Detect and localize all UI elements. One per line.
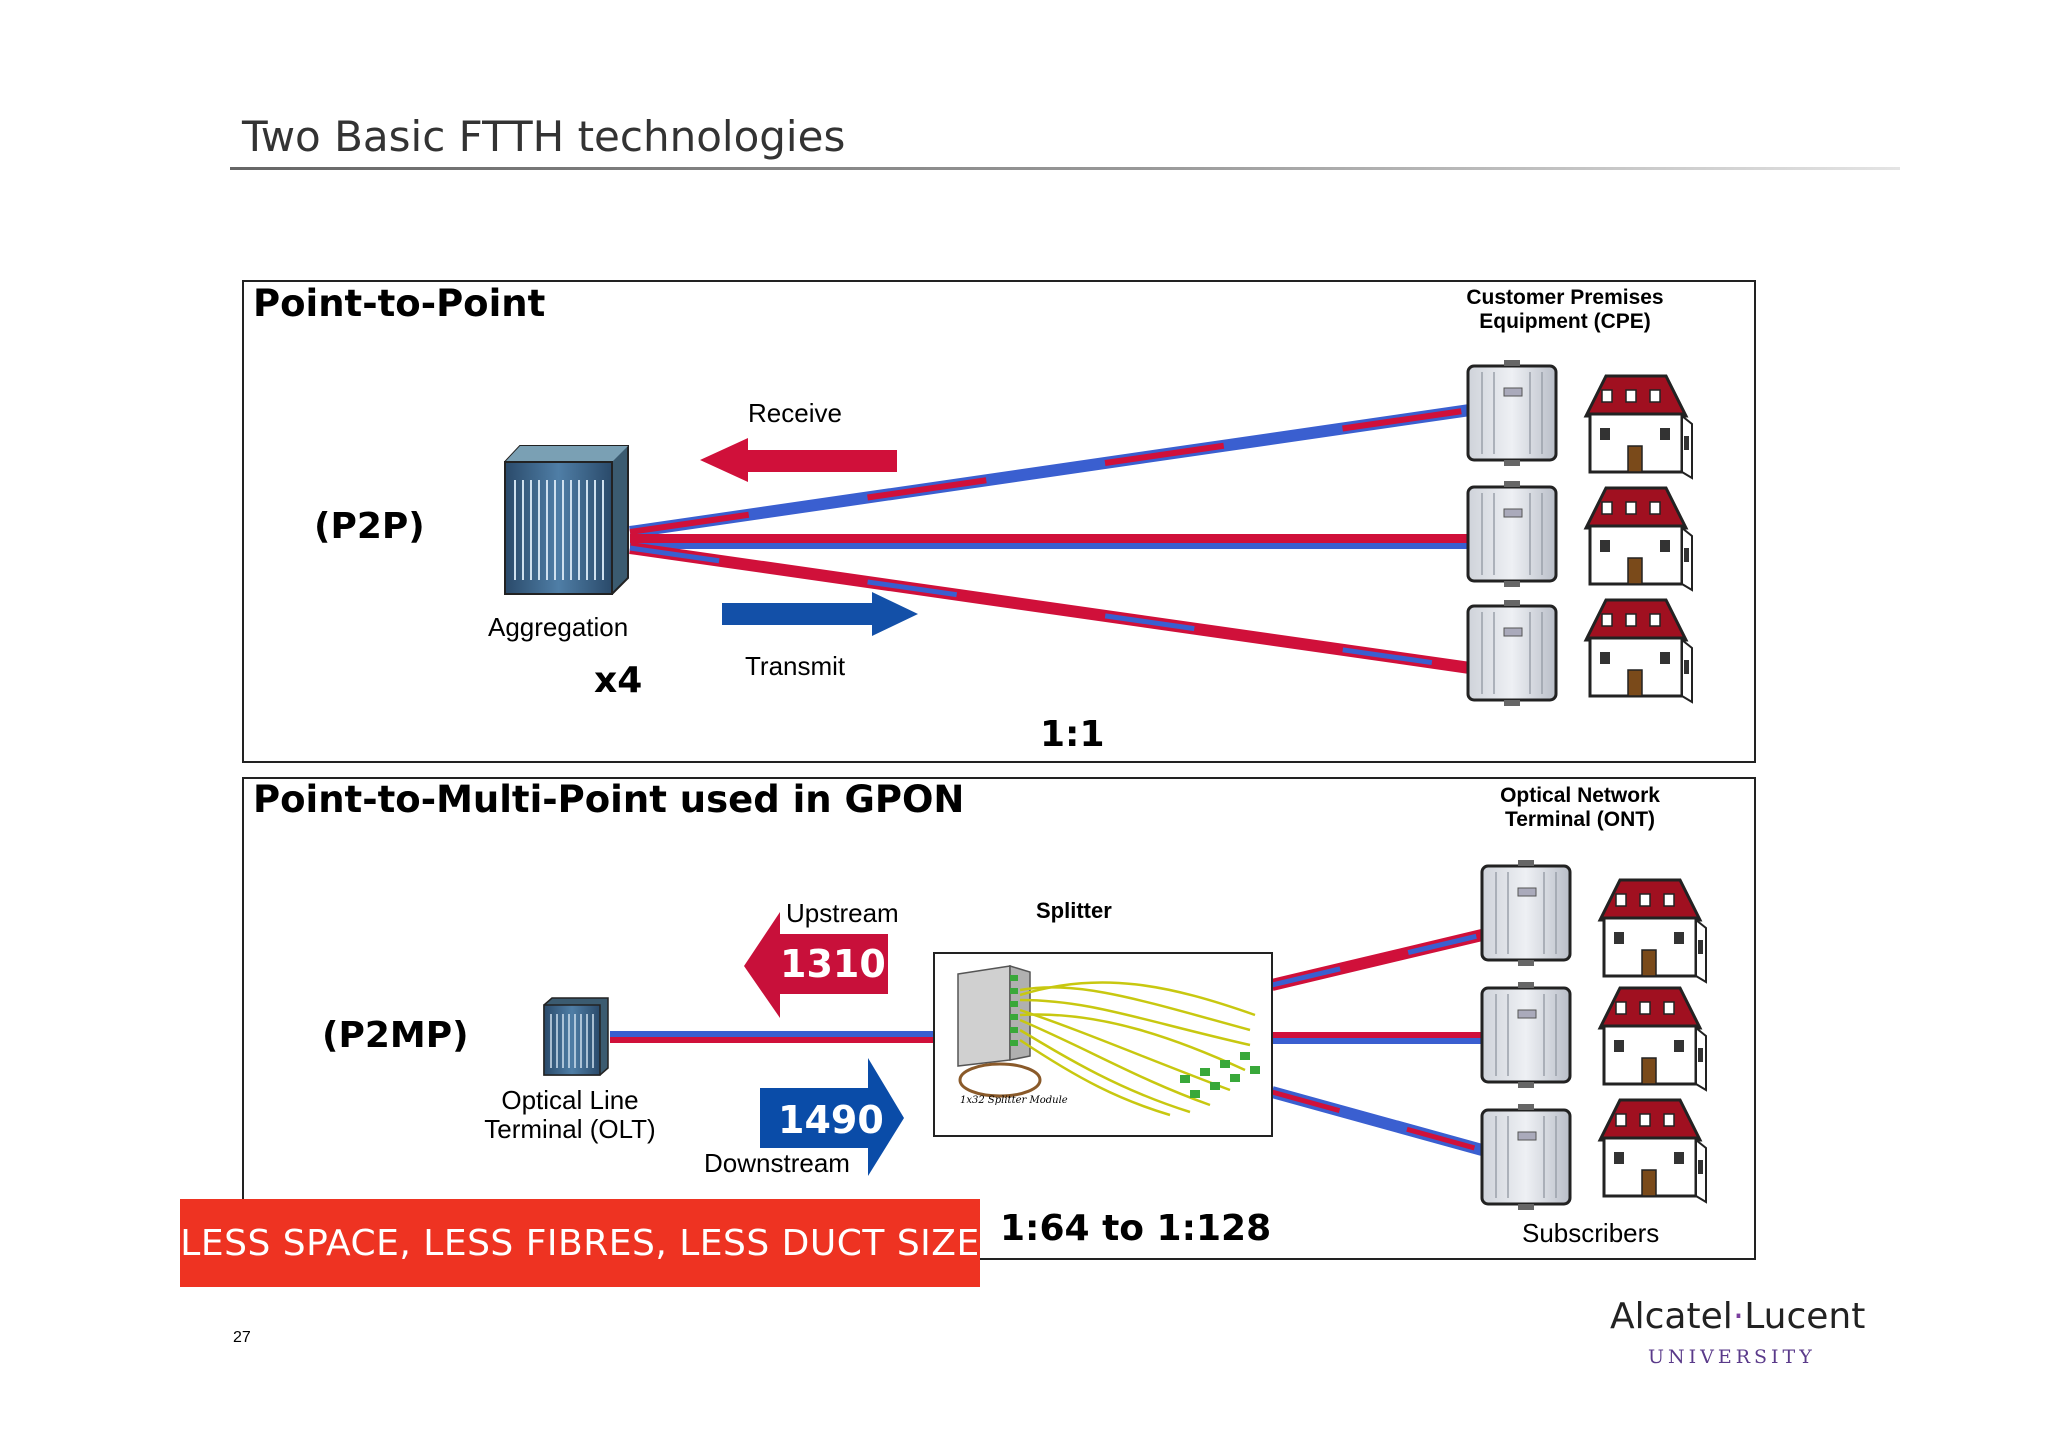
house-icon	[1584, 374, 1694, 480]
logo-brand-right: Lucent	[1744, 1296, 1866, 1337]
cpe-label-line2: Equipment (CPE)	[1479, 310, 1651, 333]
olt-label-line1: Optical Line	[501, 1085, 639, 1115]
splitter-module-icon	[933, 952, 1273, 1137]
downstream-wavelength: 1490	[778, 1098, 884, 1142]
upstream-label: Upstream	[786, 898, 899, 928]
transmit-arrow-icon	[722, 592, 918, 636]
aggregation-label: Aggregation	[488, 612, 629, 642]
house-icon	[1598, 986, 1708, 1092]
logo-brand-left: Alcatel	[1610, 1296, 1733, 1337]
receive-label: Receive	[748, 398, 842, 428]
ont-label: Optical Network Terminal (ONT)	[1455, 784, 1705, 832]
key-message-banner: LESS SPACE, LESS FIBRES, LESS DUCT SIZE	[180, 1199, 980, 1287]
title-rule	[230, 167, 1900, 170]
ont-device-icon	[1480, 1102, 1572, 1212]
transmit-label: Transmit	[745, 651, 846, 681]
splitter-label: Splitter	[1036, 898, 1112, 923]
ont-label-line2: Terminal (ONT)	[1504, 808, 1656, 831]
house-icon	[1598, 1098, 1708, 1204]
upstream-arrow-icon	[744, 912, 888, 1018]
p2mp-feeder-fiber	[610, 1031, 934, 1043]
house-icon	[1584, 486, 1694, 592]
ont-label-line1: Optical Network	[1500, 784, 1660, 807]
logo-subtitle: UNIVERSITY	[1648, 1346, 1816, 1368]
splitter-caption: 1x32 Splitter Module	[960, 1095, 1068, 1106]
house-icon	[1584, 598, 1694, 704]
upstream-wavelength: 1310	[780, 942, 886, 986]
cpe-device-icon	[1466, 358, 1558, 468]
olt-device-icon	[543, 997, 609, 1076]
olt-label-line2: Terminal (OLT)	[484, 1114, 656, 1144]
p2p-fiber-top	[629, 404, 1471, 538]
page-number: 27	[233, 1329, 251, 1346]
p2mp-mode-label: (P2MP)	[322, 1015, 469, 1056]
multiplier-label: x4	[594, 660, 643, 701]
alcatel-lucent-logo: Alcatel·Lucent	[1610, 1296, 1865, 1337]
ont-device-icon	[1480, 858, 1572, 968]
cpe-label-line1: Customer Premises	[1466, 286, 1664, 309]
p2p-ratio: 1:1	[1040, 714, 1105, 755]
logo-dot: ·	[1732, 1296, 1745, 1337]
downstream-arrow-icon	[760, 1058, 904, 1176]
cpe-device-icon	[1466, 598, 1558, 708]
p2p-mode-label: (P2P)	[314, 506, 425, 547]
p2mp-drop-fiber-top	[1270, 929, 1484, 991]
p2p-panel-title: Point-to-Point	[253, 282, 546, 325]
cpe-device-icon	[1466, 479, 1558, 589]
olt-label: Optical Line Terminal (OLT)	[470, 1086, 670, 1144]
ont-device-icon	[1480, 980, 1572, 1090]
p2p-fiber-bottom	[629, 542, 1471, 674]
p2p-panel	[242, 280, 1756, 763]
receive-arrow-icon	[700, 438, 897, 482]
house-icon	[1598, 878, 1708, 984]
cpe-label: Customer Premises Equipment (CPE)	[1440, 286, 1690, 334]
p2mp-panel	[242, 777, 1756, 1260]
p2mp-ratio: 1:64 to 1:128	[1000, 1208, 1272, 1249]
p2p-fiber-middle	[630, 534, 1470, 549]
slide-title: Two Basic FTTH technologies	[242, 112, 846, 161]
p2mp-drop-fiber-bottom	[1270, 1086, 1484, 1156]
aggregation-switch-icon	[504, 445, 629, 595]
p2mp-drop-fiber-middle	[1272, 1032, 1482, 1044]
downstream-label: Downstream	[704, 1148, 850, 1178]
p2mp-panel-title: Point-to-Multi-Point used in GPON	[253, 778, 965, 821]
subscribers-label: Subscribers	[1522, 1218, 1660, 1248]
